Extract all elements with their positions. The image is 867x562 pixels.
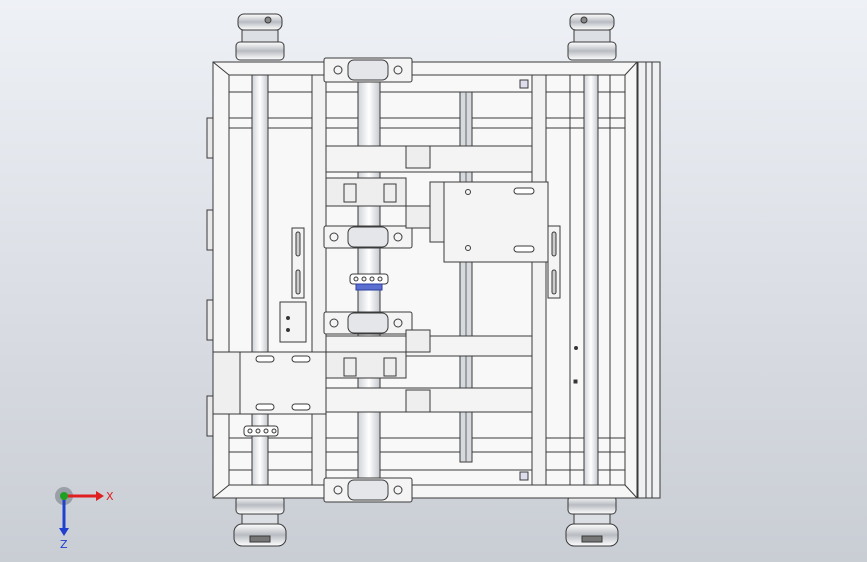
bearing-mid-2: [323, 311, 413, 335]
bearing-bottom: [323, 477, 413, 503]
wheel-top-right: [567, 13, 617, 61]
slot-plate-left: [291, 227, 305, 299]
y-axis-icon: [60, 492, 68, 500]
bearing-top: [323, 57, 413, 83]
guide-blocks: [343, 145, 431, 413]
coordinate-triad: X Z: [55, 487, 114, 551]
x-arrow-icon: [96, 491, 104, 501]
wheel-top-left: [235, 13, 285, 61]
left-side-tabs: [206, 117, 214, 437]
sprocket-center: [349, 273, 389, 291]
slot-plate-right: [547, 225, 561, 299]
left-bracket: [279, 301, 307, 343]
right-side-rail: [637, 61, 661, 499]
right-mount-plate: [429, 181, 549, 263]
wheel-bottom-left: [233, 495, 287, 547]
right-rod-a: [583, 74, 599, 486]
center-left-post: [311, 74, 327, 486]
left-rod: [251, 74, 269, 486]
x-axis-label: X: [106, 490, 114, 503]
z-arrow-icon: [59, 528, 69, 536]
hole-marker-square: [573, 379, 578, 384]
assembly: [206, 13, 661, 547]
horizontal-rails: [229, 91, 625, 471]
sprocket-left: [243, 425, 279, 437]
inner-frame: [228, 74, 626, 486]
z-axis-label: Z: [60, 538, 68, 551]
bearing-mid-1: [323, 225, 413, 249]
left-mount-plate: [212, 351, 327, 415]
wheel-bottom-right: [565, 495, 619, 547]
center-right-post: [531, 74, 547, 486]
hole-marker: [574, 346, 578, 350]
